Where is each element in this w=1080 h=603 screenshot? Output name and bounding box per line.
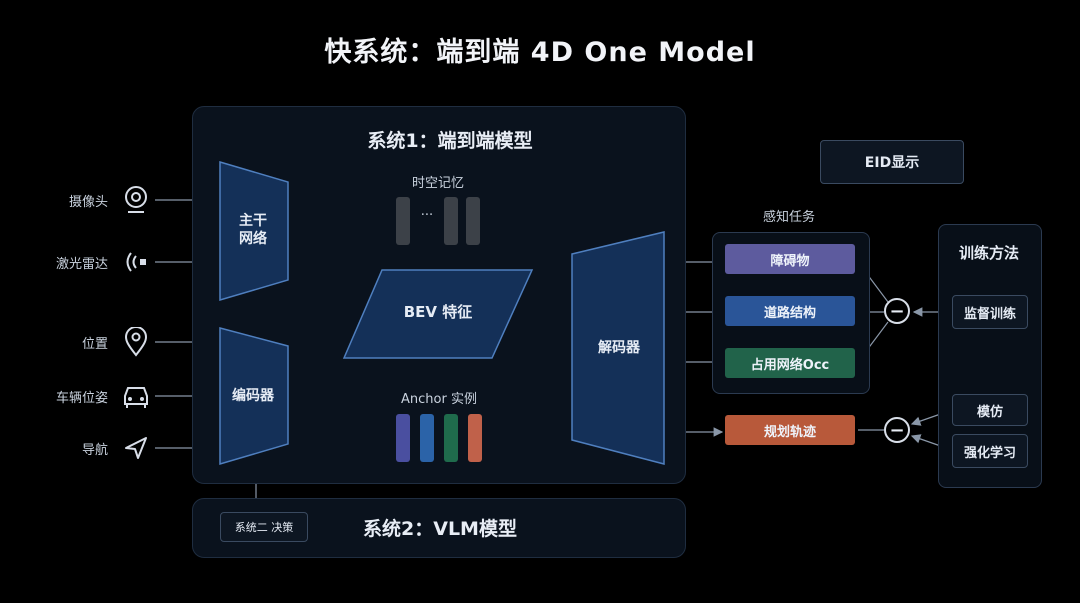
supervised-training-box: 监督训练 — [952, 295, 1028, 329]
system2-label: 系统2：VLM模型 — [363, 518, 517, 540]
input-label-position: 位置 — [81, 337, 108, 352]
planning-trajectory: 规划轨迹 — [725, 415, 855, 445]
reinforcement-learning-box: 强化学习 — [952, 434, 1028, 468]
task-obstacle: 障碍物 — [725, 244, 855, 274]
backbone-block — [219, 160, 289, 302]
memory-dots: ··· — [420, 208, 434, 223]
system1-label: 系统1：端到端模型 — [367, 130, 533, 152]
input-label-lidar: 激光雷达 — [55, 257, 108, 272]
system2-decision-box: 系统二 决策 — [220, 512, 308, 542]
anchor-bar — [396, 414, 410, 462]
memory-bar — [444, 197, 458, 245]
encoder-label: 编码器 — [232, 388, 274, 404]
page-title: 快系统：端到端 4D One Model — [324, 37, 756, 68]
anchor-bar — [420, 414, 434, 462]
eid-display-box: EID显示 — [820, 140, 964, 184]
encoder-block — [219, 327, 289, 466]
lidar-icon — [121, 247, 151, 277]
training-label: 训练方法 — [958, 244, 1019, 262]
car-icon — [121, 381, 151, 411]
location-pin-icon — [121, 327, 151, 357]
minus-symbol: − — [889, 300, 905, 322]
bev-feature-block — [342, 269, 534, 359]
minus-symbol: − — [889, 419, 905, 441]
task-occupancy: 占用网络Occ — [725, 348, 855, 378]
memory-label: 时空记忆 — [411, 176, 464, 191]
backbone-label-line1: 主干 — [239, 213, 267, 229]
memory-bar — [396, 197, 410, 245]
task-road-structure: 道路结构 — [725, 296, 855, 326]
perception-label: 感知任务 — [762, 210, 815, 225]
input-label-vehicle-pose: 车辆位姿 — [55, 391, 108, 406]
decoder-label: 解码器 — [598, 340, 640, 356]
imitation-box: 模仿 — [952, 394, 1028, 426]
anchor-bar — [468, 414, 482, 462]
anchor-label: Anchor 实例 — [401, 392, 477, 407]
bev-label: BEV 特征 — [403, 303, 473, 321]
backbone-label-line2: 网络 — [239, 231, 267, 247]
memory-bar — [466, 197, 480, 245]
input-label-navigation: 导航 — [81, 443, 108, 458]
navigation-arrow-icon — [121, 433, 151, 463]
minus-circle: − — [884, 417, 910, 443]
input-label-camera: 摄像头 — [68, 195, 108, 210]
decoder-block — [571, 231, 665, 465]
camera-icon — [121, 185, 151, 215]
minus-circle: − — [884, 298, 910, 324]
anchor-bar — [444, 414, 458, 462]
